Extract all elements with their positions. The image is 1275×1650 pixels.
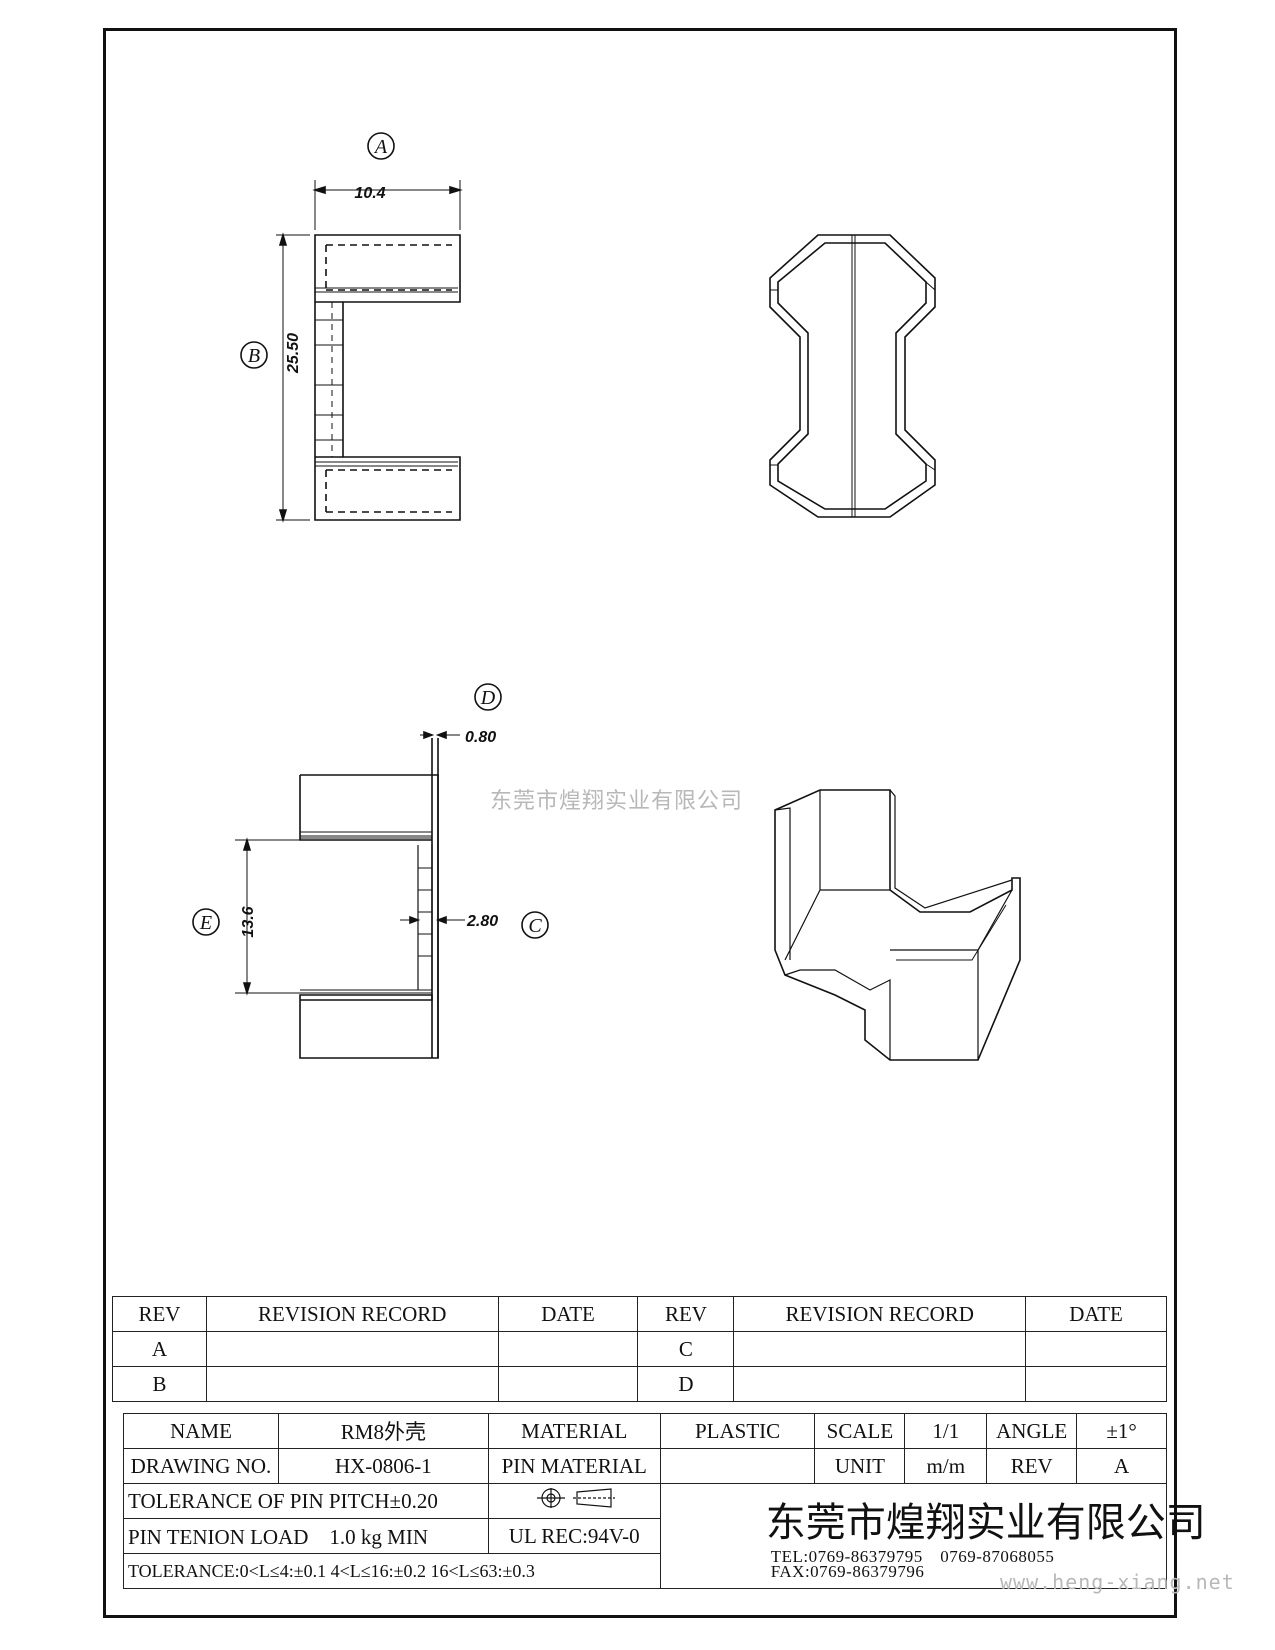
angle-value: ±1° <box>1076 1413 1167 1449</box>
rev-header-1: REV <box>112 1296 207 1332</box>
front-view: 10.4 A 25.50 B <box>240 132 463 523</box>
scale-label: SCALE <box>814 1413 906 1449</box>
watermark-url: www.heng-xiang.net <box>1000 1570 1235 1594</box>
rev-cell: D <box>637 1366 735 1402</box>
date-cell <box>497 1331 639 1367</box>
tolerance-ranges: TOLERANCE:0<L≤4:±0.1 4<L≤16:±0.2 16<L≤63… <box>123 1553 661 1589</box>
drawing-no-label: DRAWING NO. <box>123 1448 279 1484</box>
rev-cell: B <box>112 1366 207 1402</box>
callout-b: B <box>248 345 260 367</box>
projection-symbol-icon <box>537 1488 616 1508</box>
rev-cell: A <box>112 1331 207 1367</box>
dimension-opening-e: 13.6 <box>240 906 257 937</box>
unit-value: m/m <box>904 1448 988 1484</box>
pin-material-label: PIN MATERIAL <box>487 1448 661 1484</box>
revision-header-row: REV REVISION RECORD DATE REV REVISION RE… <box>112 1296 1167 1332</box>
name-label: NAME <box>123 1413 279 1449</box>
title-block: NAME RM8外壳 MATERIAL PLASTIC SCALE 1/1 AN… <box>123 1413 1206 1589</box>
date-header-1: DATE <box>497 1296 639 1332</box>
revision-record-cell <box>205 1366 499 1402</box>
revision-record-cell <box>733 1366 1027 1402</box>
name-value: RM8外壳 <box>277 1413 489 1449</box>
rev-label: REV <box>986 1448 1078 1484</box>
watermark-company: 东莞市煌翔实业有限公司 <box>490 789 744 814</box>
pin-material-value <box>659 1448 816 1484</box>
company-info: 东莞市煌翔实业有限公司 TEL:0769-86379795 0769-87068… <box>659 1483 1206 1589</box>
tolerance-pitch: TOLERANCE OF PIN PITCH±0.20 <box>123 1483 489 1519</box>
dimension-height-b: 25.50 <box>285 333 302 374</box>
table-row: B D <box>112 1366 1167 1402</box>
company-name: 东莞市煌翔实业有限公司 <box>765 1500 1206 1546</box>
revision-record-cell <box>205 1331 499 1367</box>
callout-e: E <box>199 912 212 934</box>
material-value: PLASTIC <box>659 1413 816 1449</box>
revision-record-cell <box>733 1331 1027 1367</box>
dimension-width-a: 10.4 <box>354 185 385 202</box>
date-cell <box>497 1366 639 1402</box>
table-row: A C <box>112 1331 1167 1367</box>
top-view <box>769 234 936 518</box>
company-tel: TEL:0769-86379795 0769-87068055 <box>770 1547 1055 1566</box>
revision-record-header-1: REVISION RECORD <box>205 1296 499 1332</box>
pin-load: PIN TENION LOAD 1.0 kg MIN <box>123 1518 489 1554</box>
rev-header-2: REV <box>637 1296 735 1332</box>
rev-cell: C <box>637 1331 735 1367</box>
ul-rec: UL REC:94V-0 <box>487 1518 661 1554</box>
drawing-no-value: HX-0806-1 <box>277 1448 489 1484</box>
callout-c: C <box>528 915 542 937</box>
pin-pitch-symbol <box>487 1483 661 1519</box>
material-label: MATERIAL <box>487 1413 661 1449</box>
date-cell <box>1025 1366 1167 1402</box>
date-header-2: DATE <box>1025 1296 1167 1332</box>
angle-label: ANGLE <box>986 1413 1078 1449</box>
revision-table: REV REVISION RECORD DATE REV REVISION RE… <box>112 1296 1167 1402</box>
revision-record-header-2: REVISION RECORD <box>733 1296 1027 1332</box>
drawing-frame <box>103 28 1177 1618</box>
date-cell <box>1025 1331 1167 1367</box>
callout-d: D <box>480 687 496 709</box>
company-fax: FAX:0769-86379796 <box>770 1562 925 1581</box>
dimension-gap-c: 2.80 <box>466 913 498 930</box>
isometric-view <box>774 789 1021 1061</box>
rev-value: A <box>1076 1448 1167 1484</box>
scale-value: 1/1 <box>904 1413 988 1449</box>
callout-a: A <box>373 136 388 158</box>
side-view: 0.80 D 2.80 C 13.6 E <box>192 683 549 1059</box>
unit-label: UNIT <box>814 1448 906 1484</box>
dimension-thickness-d: 0.80 <box>465 729 496 746</box>
